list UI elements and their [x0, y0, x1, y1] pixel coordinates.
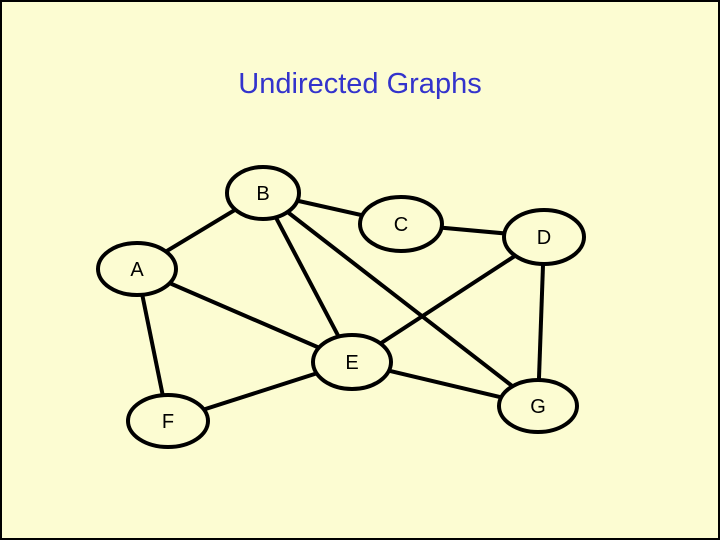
node-e: E	[311, 333, 393, 391]
edge-b-e	[261, 192, 354, 363]
node-a-ellipse	[96, 241, 178, 297]
node-f-label: F	[162, 411, 174, 433]
node-d: D	[502, 208, 586, 266]
node-c: C	[358, 195, 444, 253]
node-b-ellipse	[225, 165, 301, 221]
node-c-label: C	[394, 214, 408, 236]
slide-title: Undirected Graphs	[238, 68, 482, 100]
node-d-ellipse	[502, 208, 586, 266]
graph-nodes: B C D A E F G	[96, 165, 586, 449]
edge-a-e	[136, 267, 353, 364]
edge-d-e	[350, 235, 546, 364]
node-a: A	[96, 241, 178, 297]
node-g-ellipse	[497, 378, 579, 434]
node-g: G	[497, 378, 579, 434]
node-f-ellipse	[126, 393, 210, 449]
node-a-label: A	[130, 259, 144, 281]
node-f: F	[126, 393, 210, 449]
node-b: B	[225, 165, 301, 221]
node-e-label: E	[345, 352, 358, 374]
node-e-ellipse	[311, 333, 393, 391]
node-b-label: B	[256, 183, 269, 205]
node-d-label: D	[537, 227, 551, 249]
node-c-ellipse	[358, 195, 444, 253]
edge-b-g	[261, 191, 540, 408]
node-g-label: G	[530, 396, 546, 418]
